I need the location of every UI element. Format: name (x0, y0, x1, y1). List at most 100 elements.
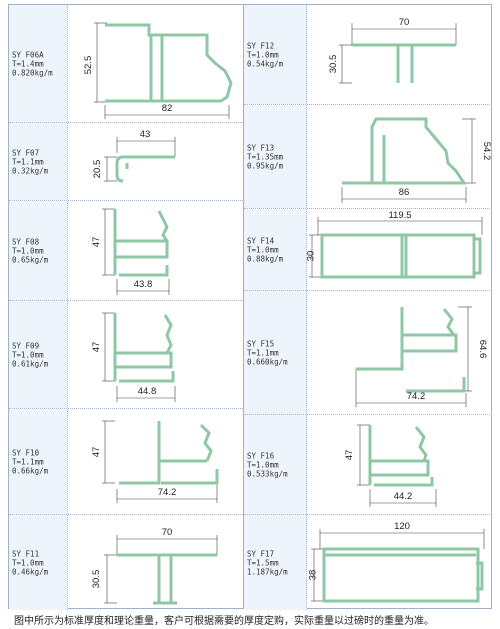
profile-thickness: T=1.0mm (12, 350, 44, 359)
dimension-height: 38 (307, 570, 318, 581)
profile-weight: 0.32kg/m (12, 166, 49, 175)
profile-code: SY F17 (247, 549, 275, 558)
profile-drawing-f06a: 52.5 82 (83, 22, 233, 119)
profile-weight: 0.46kg/m (12, 567, 49, 576)
spec-text: SY F13 T=1.35mm 0.95kg/m (247, 143, 283, 170)
profile-drawing-f08: 47 43.8 (91, 208, 170, 295)
dimension-height: 47 (91, 447, 102, 458)
profile-code: SY F08 (12, 237, 40, 246)
profile-cell-f17: SY F17 T=1.5mm 1.187kg/m 120 38 (244, 515, 492, 610)
profile-cell-f10: SY F10 T=1.1mm 0.66kg/m 47 74.2 (9, 409, 243, 515)
profile-code: SY F14 (247, 236, 275, 245)
profile-code: SY F13 (247, 143, 275, 152)
dimension-width: 70 (399, 17, 410, 28)
profile-code: SY F06A (12, 50, 44, 59)
profile-cell-f13: SY F13 T=1.35mm 0.95kg/m 54.2 86 (244, 105, 492, 209)
dimension-width: 44.2 (394, 491, 413, 502)
profile-drawing-f13: 54.2 86 (341, 117, 492, 203)
profile-weight: 0.61kg/m (12, 359, 49, 368)
profile-thickness: T=1.1mm (12, 157, 44, 166)
dimension-width: 119.5 (388, 210, 411, 221)
profile-weight: 1.187kg/m (247, 567, 288, 576)
profile-thickness: T=1.4mm (12, 59, 44, 68)
dimension-height: 30 (306, 251, 316, 262)
profile-thickness: T=1.0mm (12, 558, 44, 567)
spec-label: SY F08 T=1.0mm 0.65kg/m (9, 201, 68, 300)
profile-code: SY F12 (247, 41, 275, 50)
profile-drawing-f09: 47 44.8 (91, 312, 176, 402)
dimension-width: 86 (399, 187, 410, 198)
profile-drawing-f17: 120 38 (307, 521, 485, 603)
profile-code: SY F11 (12, 549, 40, 558)
dimension-width: 74.2 (407, 391, 426, 402)
profile-cell-f15: SY F15 T=1.1mm 0.660kg/m 64.6 74.2 (244, 291, 492, 415)
dimension-width: 70 (162, 527, 173, 538)
profile-cell-f12: SY F12 T=1.0mm 0.54kg/m 70 30.5 (244, 5, 492, 105)
footer-note: 图中所示为标准厚度和理论重量，客户可根据需要的厚度定购，实际重量以过磅时的重量为… (14, 616, 434, 627)
profile-thickness: T=1.0mm (12, 246, 44, 255)
profile-cell-f08: SY F08 T=1.0mm 0.65kg/m 47 43.8 (9, 201, 243, 301)
spec-label: SY F11 T=1.0mm 0.46kg/m (9, 515, 68, 610)
spec-label: SY F12 T=1.0mm 0.54kg/m (244, 5, 307, 104)
profile-thickness: T=1.0mm (247, 245, 279, 254)
dimension-width: 43.8 (134, 279, 153, 290)
spec-text: SY F08 T=1.0mm 0.65kg/m (12, 237, 48, 264)
dimension-height: 52.5 (83, 56, 94, 75)
spec-text: SY F16 T=1.0mm 0.533kg/m (247, 451, 288, 478)
spec-text: SY F11 T=1.0mm 0.46kg/m (12, 549, 48, 576)
profile-cell-f14: SY F14 T=1.0mm 0.88kg/m 119.5 30 (244, 209, 492, 291)
spec-text: SY F09 T=1.0mm 0.61kg/m (12, 341, 48, 368)
spec-label: SY F17 T=1.5mm 1.187kg/m (244, 515, 307, 610)
profile-code: SY F09 (12, 341, 40, 350)
spec-text: SY F17 T=1.5mm 1.187kg/m (247, 549, 288, 576)
profile-drawing-f16: 47 44.2 (344, 424, 437, 507)
profile-code: SY F15 (247, 339, 275, 348)
profile-weight: 0.660kg/m (247, 357, 288, 366)
profile-weight: 0.88kg/m (247, 254, 284, 263)
right-column: SY F12 T=1.0mm 0.54kg/m 70 30.5 (243, 5, 492, 610)
profile-weight: 0.533kg/m (247, 469, 288, 478)
profile-weight: 0.54kg/m (247, 59, 284, 68)
profile-cell-f06a: SY F06A T=1.4mm 0.820kg/m 52.5 82 (9, 5, 243, 123)
spec-label: SY F10 T=1.1mm 0.66kg/m (9, 409, 68, 514)
spec-label: SY F09 T=1.0mm 0.61kg/m (9, 301, 68, 408)
spec-label: SY F13 T=1.35mm 0.95kg/m (244, 105, 307, 208)
profile-cell-f09: SY F09 T=1.0mm 0.61kg/m 47 44.8 (9, 301, 243, 409)
profile-code: SY F10 (12, 448, 40, 457)
dimension-height: 47 (91, 237, 102, 248)
profile-thickness: T=1.0mm (247, 460, 279, 469)
spec-text: SY F10 T=1.1mm 0.66kg/m (12, 448, 48, 475)
spec-text: SY F14 T=1.0mm 0.88kg/m (247, 236, 283, 263)
dimension-height: 30.5 (91, 570, 102, 589)
dimension-height: 47 (344, 450, 355, 461)
spec-label: SY F15 T=1.1mm 0.660kg/m (244, 291, 307, 414)
profile-thickness: T=1.5mm (247, 558, 279, 567)
profile-thickness: T=1.1mm (247, 348, 279, 357)
left-column: SY F06A T=1.4mm 0.820kg/m 52.5 82 (9, 5, 243, 610)
profile-catalog: SY F06A T=1.4mm 0.820kg/m 52.5 82 (8, 4, 492, 610)
spec-text: SY F06A T=1.4mm 0.820kg/m (12, 50, 53, 77)
profile-drawing-f14: 119.5 30 (306, 210, 483, 279)
profile-thickness: T=1.0mm (247, 50, 279, 59)
dimension-width: 44.8 (138, 386, 157, 397)
dimension-width: 120 (394, 521, 410, 532)
spec-text: SY F07 T=1.1mm 0.32kg/m (12, 148, 48, 175)
profile-weight: 0.820kg/m (12, 68, 53, 77)
profile-cell-f07: SY F07 T=1.1mm 0.32kg/m 43 20.5 (9, 123, 243, 201)
profile-cell-f16: SY F16 T=1.0mm 0.533kg/m 47 44.2 (244, 415, 492, 515)
dimension-width: 82 (162, 103, 173, 114)
profile-weight: 0.95kg/m (247, 161, 284, 170)
profile-drawing-f10: 47 74.2 (91, 420, 219, 503)
profile-cell-f11: SY F11 T=1.0mm 0.46kg/m 70 30.5 (9, 515, 243, 610)
dimension-height: 30.5 (328, 55, 339, 74)
spec-label: SY F06A T=1.4mm 0.820kg/m (9, 5, 68, 122)
profile-code: SY F16 (247, 451, 275, 460)
profile-drawing-f15: 64.6 74.2 (355, 306, 488, 407)
dimension-height: 64.6 (477, 340, 488, 359)
spec-label: SY F14 T=1.0mm 0.88kg/m (244, 209, 307, 290)
dimension-height: 47 (91, 342, 102, 353)
profile-weight: 0.66kg/m (12, 466, 49, 475)
profile-weight: 0.65kg/m (12, 255, 49, 264)
dimension-width: 43 (140, 129, 151, 140)
profile-thickness: T=1.1mm (12, 457, 44, 466)
